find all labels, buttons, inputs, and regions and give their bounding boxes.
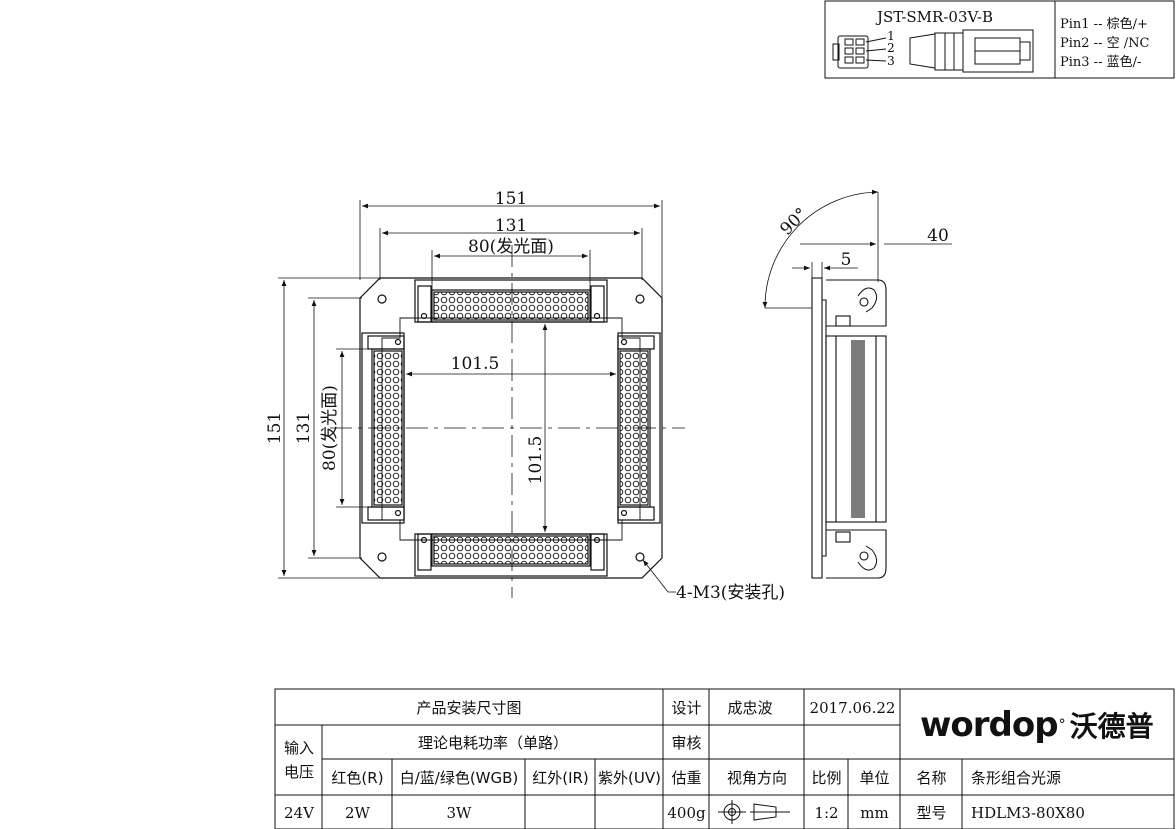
dim-outer-height: 151: [265, 412, 285, 444]
review-label: 审核: [671, 734, 702, 752]
weight-label: 估重: [671, 769, 702, 787]
connector-pin-2-number: 2: [887, 41, 895, 55]
model-value: HDLM3-80X80: [971, 803, 1085, 822]
power-header: 理论电耗功率（单路）: [417, 734, 568, 752]
unit-value: mm: [860, 803, 889, 822]
connector-pin-1-number: 1: [887, 29, 895, 43]
projection-symbol-icon: [718, 800, 790, 824]
dim-depth: 40: [927, 226, 949, 246]
title-block-grid: [274, 688, 1175, 829]
col-wgb: 白/蓝/绿色(WGB): [399, 769, 519, 787]
logo-text-cn: 沃德普: [1069, 710, 1154, 743]
logo-text-en: wordop: [920, 705, 1059, 745]
col-uv: 紫外(UV): [598, 769, 661, 787]
connector-model: JST-SMR-03V-B: [876, 8, 994, 26]
brand-logo: wordop ° 沃德普: [920, 700, 1170, 750]
weight-value: 400g: [667, 803, 706, 822]
input-voltage-label-2: 电压: [283, 762, 314, 781]
input-voltage-value: 24V: [284, 803, 314, 822]
power-red-value: 2W: [345, 803, 370, 822]
dim-mid-height: 131: [294, 412, 314, 444]
power-wgb-value: 3W: [446, 803, 472, 822]
connector-pin-3-number: 3: [887, 54, 895, 68]
dim-outer-width: 151: [495, 189, 527, 209]
dim-inner-v: 101.5: [526, 436, 546, 485]
name-label: 名称: [916, 769, 947, 787]
dim-angle: 90°: [776, 204, 811, 239]
designer-name: 成忠波: [727, 699, 773, 717]
logo-registered-mark: °: [1058, 717, 1066, 733]
view-direction-label: 视角方向: [726, 769, 787, 787]
scale-value: 1:2: [814, 803, 839, 822]
design-label: 设计: [671, 699, 702, 717]
scale-label: 比例: [811, 769, 842, 787]
input-voltage-label-1: 输入: [283, 738, 314, 757]
side-view-labels: 90° 5 40: [776, 204, 948, 270]
dim-emit-height: 80(发光面): [320, 385, 340, 471]
mount-hole-note: 4-M3(安装孔): [676, 583, 785, 603]
drawing-title: 产品安装尺寸图: [416, 699, 522, 717]
unit-label: 单位: [859, 769, 890, 787]
connector-pin-1: Pin1 -- 棕色/+: [1060, 16, 1148, 32]
side-view-dimensions: [762, 189, 952, 309]
drawing-date: 2017.06.22: [809, 698, 896, 717]
connector-spec-box: [824, 0, 1175, 79]
dim-offset: 5: [841, 250, 852, 270]
connector-pin-3: Pin3 -- 蓝色/-: [1060, 54, 1142, 70]
front-view-labels: 151 131 80(发光面) 151 131 80(发光面) 101.5 10…: [265, 189, 785, 603]
dim-mid-width: 131: [495, 216, 527, 236]
front-view: [330, 245, 685, 598]
front-view-dimensions: [278, 200, 676, 593]
dim-inner-h: 101.5: [451, 354, 500, 374]
side-view: [811, 277, 887, 579]
connector-pin-2: Pin2 -- 空 /NC: [1060, 35, 1150, 51]
name-value: 条形组合光源: [971, 769, 1062, 787]
model-label: 型号: [916, 804, 947, 822]
dim-emit-width: 80(发光面): [468, 237, 554, 257]
col-red: 红色(R): [331, 769, 384, 787]
col-ir: 红外(IR): [532, 769, 589, 787]
